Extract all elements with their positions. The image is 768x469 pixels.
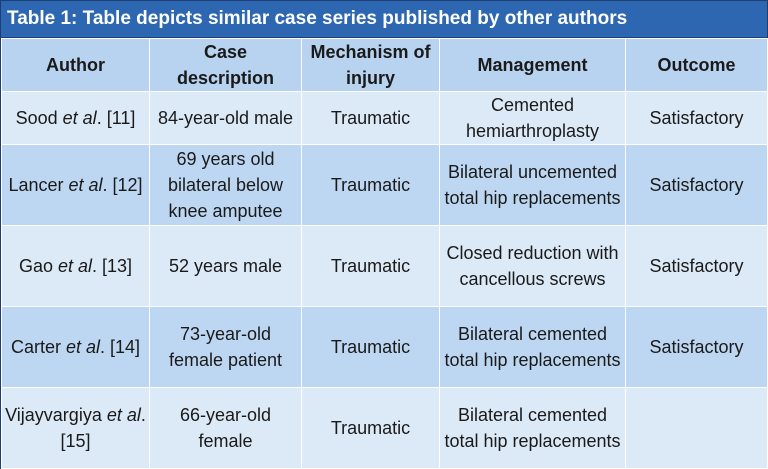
management-cell: Bilateral uncemented total hip replaceme… xyxy=(439,144,626,226)
mechanism-cell: Traumatic xyxy=(301,91,440,145)
author-name: Gao xyxy=(18,256,58,276)
case-cell: 73-year-old female patient xyxy=(149,306,302,388)
author-ref: . [12] xyxy=(102,175,143,195)
header-row: Author Case description Mechanism of inj… xyxy=(1,38,768,92)
column-header-outcome: Outcome xyxy=(625,38,768,92)
author-ref: . [15] xyxy=(60,405,146,451)
mechanism-cell: Traumatic xyxy=(301,387,440,469)
author-cell: Sood et al. [11] xyxy=(1,91,150,145)
case-cell: 84-year-old male xyxy=(149,91,302,145)
author-cell: Carter et al. [14] xyxy=(1,306,150,388)
table-row: Lancer et al. [12] 69 years old bilatera… xyxy=(1,144,768,226)
author-name: Vijayvargiya xyxy=(5,405,107,425)
author-etal: et al xyxy=(68,175,103,195)
management-cell: Cemented hemiarthroplasty xyxy=(439,91,626,145)
outcome-cell: Satisfactory xyxy=(625,144,768,226)
author-ref: . [13] xyxy=(92,256,133,276)
author-cell: Gao et al. [13] xyxy=(1,225,150,307)
author-name: Lancer xyxy=(8,175,69,195)
mechanism-cell: Traumatic xyxy=(301,306,440,388)
author-cell: Vijayvargiya et al. [15] xyxy=(1,387,150,469)
author-name: Sood xyxy=(15,108,63,128)
column-header-author: Author xyxy=(1,38,150,92)
table-row: Carter et al. [14] 73-year-old female pa… xyxy=(1,306,768,388)
author-cell: Lancer et al. [12] xyxy=(1,144,150,226)
author-etal: et al xyxy=(57,256,93,276)
author-etal: et al xyxy=(62,108,97,128)
column-header-management: Management xyxy=(439,38,626,92)
table-row: Vijayvargiya et al. [15] 66-year-old fem… xyxy=(1,387,768,469)
management-cell: Bilateral cemented total hip replacement… xyxy=(439,306,626,388)
mechanism-cell: Traumatic xyxy=(301,144,440,226)
case-cell: 52 years male xyxy=(149,225,302,307)
column-header-case-description: Case description xyxy=(149,38,302,92)
author-ref: . [14] xyxy=(100,337,141,357)
mechanism-cell: Traumatic xyxy=(301,225,440,307)
table-row: Gao et al. [13] 52 years male Traumatic … xyxy=(1,225,768,307)
table-row: Sood et al. [11] 84-year-old male Trauma… xyxy=(1,91,768,145)
column-header-mechanism: Mechanism of injury xyxy=(301,38,440,92)
table-title: Table 1: Table depicts similar case seri… xyxy=(1,1,767,38)
management-cell: Bilateral cemented total hip replacement… xyxy=(439,387,626,469)
case-cell: 69 years old bilateral below knee ampute… xyxy=(149,144,302,226)
case-series-table: Author Case description Mechanism of inj… xyxy=(1,38,768,469)
management-cell: Closed reduction with cancellous screws xyxy=(439,225,626,307)
author-ref: . [11] xyxy=(96,108,136,128)
outcome-cell: Satisfactory xyxy=(625,91,768,145)
case-cell: 66-year-old female xyxy=(149,387,302,469)
author-etal: et al xyxy=(65,337,100,357)
outcome-cell xyxy=(625,387,768,469)
author-etal: et al xyxy=(106,405,141,425)
author-name: Carter xyxy=(10,337,66,357)
outcome-cell: Satisfactory xyxy=(625,225,768,307)
outcome-cell: Satisfactory xyxy=(625,306,768,388)
